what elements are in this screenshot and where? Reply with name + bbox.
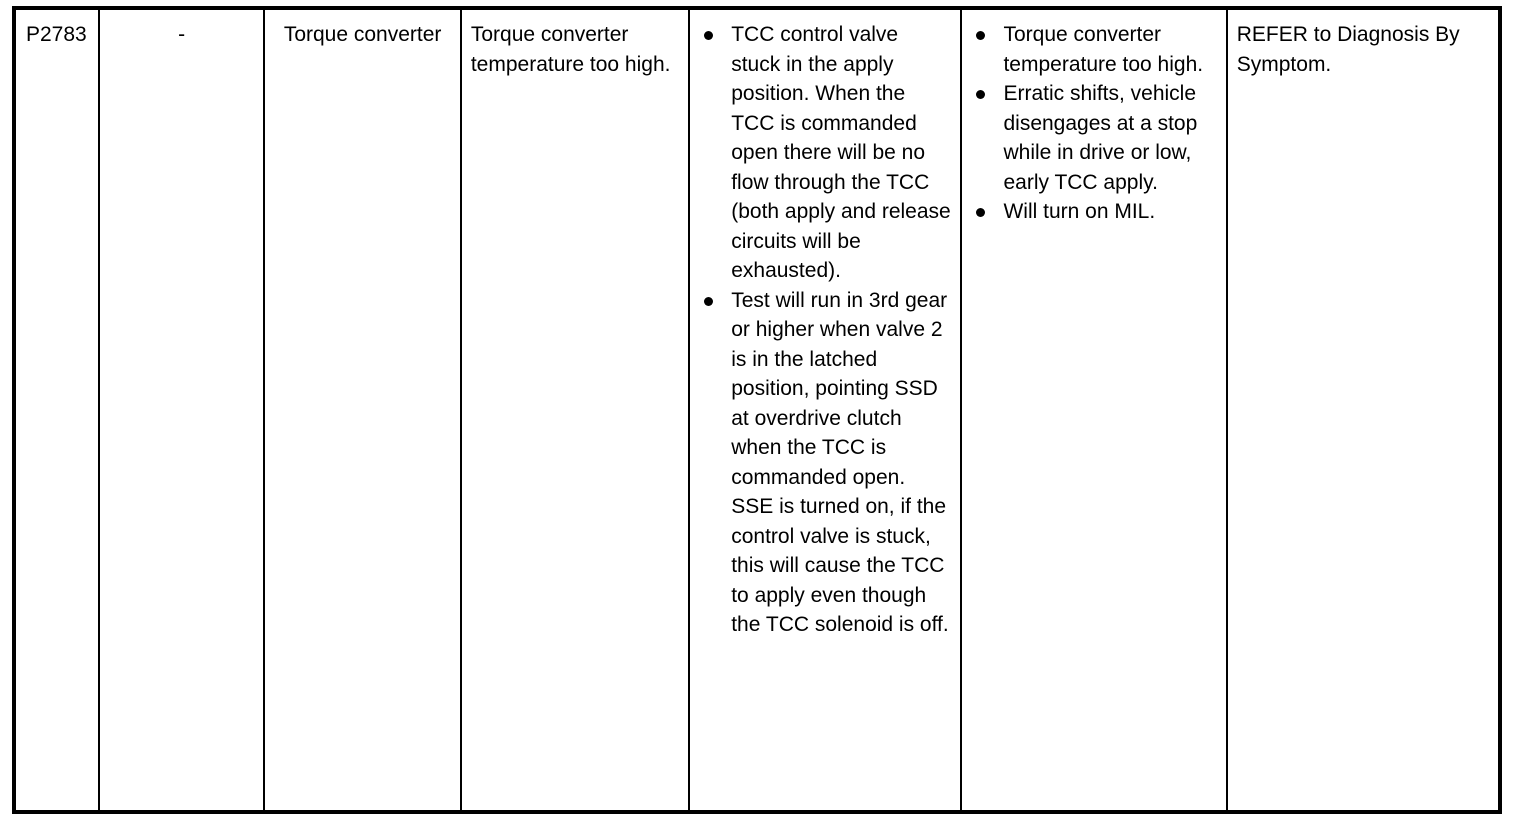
cell-action: REFER to Diagnosis By Symptom. <box>1228 10 1498 810</box>
bullet-icon <box>976 90 986 99</box>
possible-causes-list: TCC control valve stuck in the apply pos… <box>702 20 951 640</box>
table-row: P2783 - Torque converter Torque converte… <box>16 10 1498 810</box>
dtc-table: P2783 - Torque converter Torque converte… <box>12 6 1502 814</box>
list-item: Will turn on MIL. <box>974 197 1216 227</box>
monitor-value: - <box>178 23 186 46</box>
action-value: REFER to Diagnosis By Symptom. <box>1236 23 1460 76</box>
symptom-text: Torque converter temperature too high. <box>1003 23 1204 76</box>
symptom-text: Erratic shifts, vehicle disengages at a … <box>1003 82 1198 194</box>
list-item: Erratic shifts, vehicle disengages at a … <box>974 79 1216 197</box>
cell-description: Torque converter temperature too high. <box>462 10 691 810</box>
list-item: TCC control valve stuck in the apply pos… <box>702 20 951 286</box>
cell-monitor: - <box>100 10 266 810</box>
bullet-icon <box>976 208 986 217</box>
symptoms-list: Torque converter temperature too high. E… <box>974 20 1216 227</box>
bullet-icon <box>704 31 714 40</box>
dtc-code-value: P2783 <box>26 23 87 46</box>
bullet-icon <box>704 296 714 306</box>
component-value: Torque converter <box>283 23 442 46</box>
cell-symptoms: Torque converter temperature too high. E… <box>962 10 1228 810</box>
possible-cause-text: TCC control valve stuck in the apply pos… <box>731 23 951 282</box>
list-item: Test will run in 3rd gear or higher when… <box>702 286 951 640</box>
symptom-text: Will turn on MIL. <box>1003 200 1156 223</box>
list-item: Torque converter temperature too high. <box>974 20 1216 79</box>
cell-dtc-code: P2783 <box>16 10 100 810</box>
possible-cause-text: Test will run in 3rd gear or higher when… <box>731 288 949 637</box>
description-value: Torque converter temperature too high. <box>470 23 671 76</box>
cell-possible-causes: TCC control valve stuck in the apply pos… <box>690 10 963 810</box>
cell-component: Torque converter <box>265 10 462 810</box>
bullet-icon <box>976 31 986 40</box>
